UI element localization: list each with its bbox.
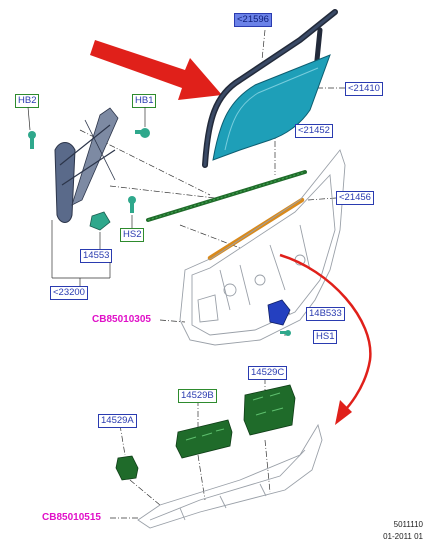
door-trim-panel <box>137 423 323 529</box>
regulator-motor-14553 <box>89 211 111 231</box>
belt-weatherstrip-21452 <box>146 170 307 222</box>
pointer-arrow-curved <box>279 253 372 425</box>
screw-hs1 <box>280 330 291 336</box>
diagram-date-code: 01-2011 01 <box>383 532 423 541</box>
label-21410: <21410 <box>345 82 383 96</box>
callout-trim-panel: CB85010515 <box>42 512 101 523</box>
label-14529a: 14529A <box>98 414 137 428</box>
bolt-hb2 <box>28 131 36 149</box>
window-switch-14529c <box>243 384 296 436</box>
label-21456: <21456 <box>336 191 374 205</box>
label-21452: <21452 <box>295 124 333 138</box>
door-module-14b533 <box>267 299 291 326</box>
label-14b533: 14B533 <box>306 307 345 321</box>
pointer-arrow-red <box>90 40 222 100</box>
screw-hs2 <box>128 196 136 213</box>
door-panel-shell <box>179 149 346 346</box>
label-21596: <21596 <box>234 13 272 27</box>
window-switch-14529b <box>175 419 233 459</box>
label-hb1: HB1 <box>132 94 157 108</box>
window-regulator-23200 <box>54 107 119 223</box>
label-14529b: 14529B <box>178 389 217 403</box>
door-glass-21410 <box>212 54 331 161</box>
label-14529c: 14529C <box>248 366 288 380</box>
diagram-code: 5011110 <box>393 520 423 529</box>
label-hb2: HB2 <box>15 94 40 108</box>
callout-door-panel: CB85010305 <box>92 314 151 325</box>
label-14553: 14553 <box>80 249 113 263</box>
window-switch-14529a <box>115 455 139 481</box>
bolt-hb1 <box>135 128 150 138</box>
label-hs2: HS2 <box>120 228 145 242</box>
label-23200: <23200 <box>50 286 88 300</box>
label-hs1: HS1 <box>313 330 338 344</box>
